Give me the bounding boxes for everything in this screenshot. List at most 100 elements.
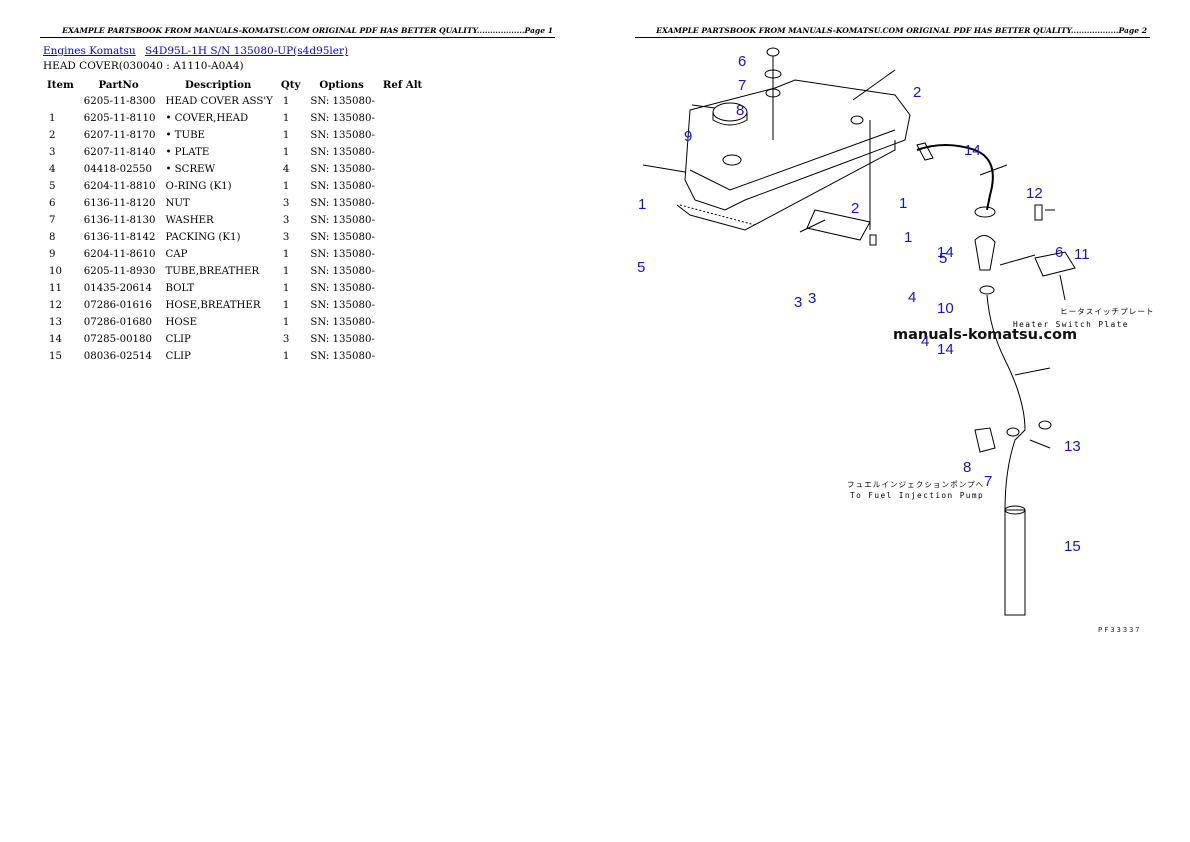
quantity-cell: 1 [282, 96, 290, 107]
column-header-partno: PartNo [98, 78, 139, 91]
callout-label[interactable]: 6 [738, 53, 746, 70]
part-description-cell: HOSE [165, 317, 198, 328]
callout-label[interactable]: 7 [738, 77, 746, 94]
ref-alt-cell [379, 127, 426, 144]
quantity-cell: 3 [282, 232, 290, 243]
item-number-cell: 6 [49, 198, 56, 209]
item-number-cell: 15 [49, 351, 62, 362]
callout-label[interactable]: 4 [921, 333, 929, 350]
exploded-parts-diagram: ヒータスイッチプレート Heater Switch Plate フュエルインジェ… [637, 47, 1155, 634]
leader-line-9 [691, 104, 716, 109]
callout-label[interactable]: 14 [964, 142, 981, 159]
page-header: EXAMPLE PARTSBOOK FROM MANUALS-KOMATSU.C… [656, 26, 1147, 35]
clip-shape-top [974, 206, 996, 218]
column-header-description: Description [184, 78, 252, 91]
part-number-cell: 07286-01616 [83, 300, 152, 311]
callout-label[interactable]: 5 [939, 250, 947, 267]
part-description-cell: HEAD COVER ASS'Y [165, 96, 273, 107]
callout-label[interactable]: 11 [1074, 246, 1090, 263]
column-header-options: Options [319, 78, 364, 91]
part-number-cell: 07285-00180 [83, 334, 152, 345]
part-number-cell: 07286-01680 [83, 317, 152, 328]
callout-label[interactable]: 8 [963, 459, 971, 476]
callout-label[interactable]: 14 [937, 244, 954, 261]
ref-alt-cell [379, 212, 426, 229]
nut-shape [766, 47, 780, 57]
gasket-outline [676, 140, 896, 231]
callout-label[interactable]: 7 [984, 473, 992, 490]
clip-bracket [974, 235, 996, 271]
breadcrumb-link-model[interactable]: S4D95L-1H S/N 135080-UP(s4d95ler) [145, 45, 349, 57]
fuel-pump-note-jp: フュエルインジェクションポンプへ [847, 480, 984, 489]
serial-options-cell: SN: 135080- [310, 130, 375, 141]
callout-label[interactable]: 6 [1055, 244, 1063, 261]
heater-switch-note-jp: ヒータスイッチプレート [1060, 307, 1155, 316]
part-number-cell: 6136-11-8130 [83, 215, 156, 226]
item-number-cell: 3 [49, 147, 56, 158]
quantity-cell: 1 [282, 147, 290, 158]
callout-label[interactable]: 1 [638, 196, 646, 213]
ref-alt-cell [379, 229, 426, 246]
ref-alt-cell [379, 93, 426, 110]
ref-alt-cell [379, 144, 426, 161]
quantity-cell: 1 [282, 266, 290, 277]
breadcrumb-link-engines[interactable]: Engines Komatsu [43, 45, 136, 57]
item-number-cell: 1 [49, 113, 56, 124]
callout-label[interactable]: 4 [908, 289, 916, 306]
header-rule [635, 37, 1150, 38]
part-description-cell: TUBE,BREATHER [165, 266, 260, 277]
tube-15-shape [1004, 509, 1026, 616]
ref-alt-cell [379, 178, 426, 195]
part-number-cell: 6204-11-8810 [83, 181, 156, 192]
serial-options-cell: SN: 135080- [310, 198, 375, 209]
quantity-cell: 1 [282, 317, 290, 328]
quantity-cell: 1 [282, 113, 290, 124]
callout-label[interactable]: 2 [851, 200, 859, 217]
callout-label[interactable]: 3 [808, 290, 816, 307]
callout-label[interactable]: 2 [913, 84, 921, 101]
ref-alt-cell [379, 263, 426, 280]
callout-label[interactable]: 13 [1064, 438, 1081, 455]
callout-label[interactable]: 8 [736, 102, 744, 119]
hose13-leader-upper [1014, 367, 1051, 376]
hose-leader [979, 164, 1008, 176]
ref-alt-cell [379, 331, 426, 348]
callout-label[interactable]: 1 [904, 229, 912, 246]
column-header-ref-alt: Ref Alt [382, 78, 423, 91]
callout-label[interactable]: 9 [684, 128, 692, 145]
callout-label[interactable]: 10 [937, 300, 954, 317]
item-number-cell: 13 [49, 317, 62, 328]
part-description-cell: CLIP [165, 334, 191, 345]
hose-shape [916, 144, 994, 211]
part-number-cell: 08036-02514 [83, 351, 152, 362]
plate-leader [799, 219, 826, 233]
item-number-cell [43, 93, 78, 110]
head-cover-shape [684, 79, 911, 211]
serial-options-cell: SN: 135080- [310, 283, 375, 294]
parts-table: Item PartNo Description Qty Options Ref … [43, 76, 426, 365]
callout-label[interactable]: 12 [1026, 185, 1043, 202]
head-cover-edge [689, 129, 896, 191]
callout-label[interactable]: 3 [794, 294, 802, 311]
lower-hose [986, 294, 1026, 511]
serial-options-cell: SN: 135080- [310, 164, 375, 175]
callout-label[interactable]: 14 [937, 341, 954, 358]
callout-label[interactable]: 15 [1064, 538, 1081, 555]
callout-label[interactable]: 5 [637, 259, 645, 276]
callout-label[interactable]: 1 [899, 195, 907, 212]
item-number-cell: 12 [49, 300, 62, 311]
callout-labels: 6 7 8 9 2 14 1 1 2 1 12 5 14 6 11 5 3 3 … [637, 53, 1090, 555]
item-number-cell: 5 [49, 181, 56, 192]
quantity-cell: 3 [282, 198, 290, 209]
item-number-cell: 2 [49, 130, 56, 141]
section-title: HEAD COVER(030040 : A1110-A0A4) [43, 60, 244, 72]
quantity-cell: 1 [282, 300, 290, 311]
